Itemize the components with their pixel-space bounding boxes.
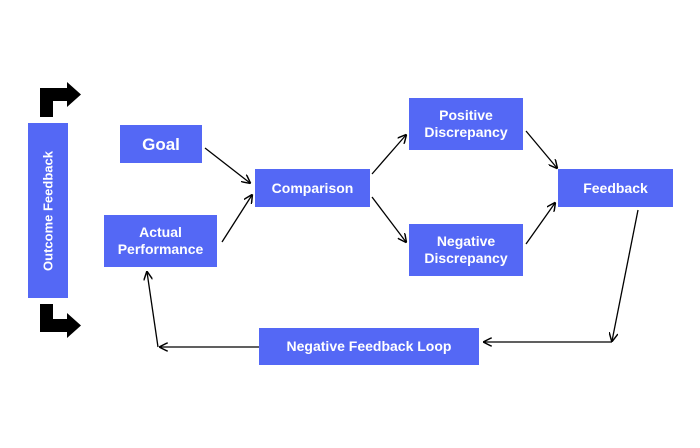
arrow-actual-to-comparison	[221, 195, 252, 243]
arrow-negative-to-feedback	[525, 203, 555, 245]
node-goal: Goal	[120, 125, 202, 163]
arrow-comparison-to-positive	[371, 135, 406, 175]
bracket-bottom-icon	[40, 304, 81, 338]
node-actual-performance: Actual Performance	[104, 215, 217, 267]
arrow-positive-to-feedback	[525, 130, 557, 168]
arrow-to-actual	[147, 272, 159, 348]
outcome-feedback-label: Outcome Feedback	[28, 123, 68, 298]
bracket-top-icon	[40, 82, 81, 117]
node-comparison: Comparison	[255, 169, 370, 207]
arrow-goal-to-comparison	[204, 147, 250, 183]
node-negative-discrepancy: Negative Discrepancy	[409, 224, 523, 276]
arrow-feedback-down	[612, 209, 639, 341]
node-feedback: Feedback	[558, 169, 673, 207]
node-negative-feedback-loop: Negative Feedback Loop	[259, 328, 479, 365]
node-positive-discrepancy: Positive Discrepancy	[409, 98, 523, 150]
arrow-comparison-to-negative	[371, 196, 406, 242]
